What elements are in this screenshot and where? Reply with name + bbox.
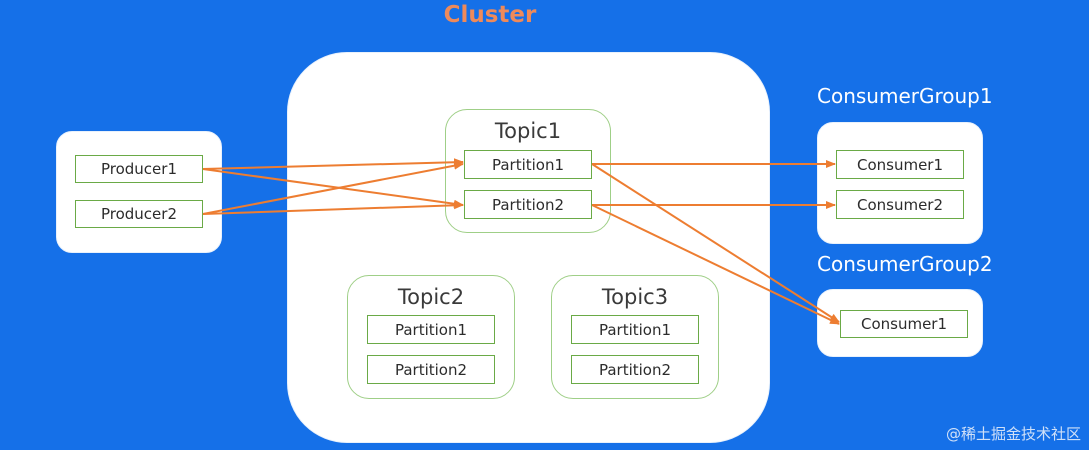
topic3-title: Topic3 <box>601 285 669 309</box>
topic3-partition2[interactable]: Partition2 <box>571 355 699 384</box>
topic1-title: Topic1 <box>494 119 562 143</box>
topic2-title: Topic2 <box>397 285 465 309</box>
producer-2[interactable]: Producer2 <box>75 200 203 228</box>
topic2-partition1[interactable]: Partition1 <box>367 315 495 344</box>
topic3-partition1[interactable]: Partition1 <box>571 315 699 344</box>
arrow-producer1-partition2 <box>202 168 464 208</box>
producers-box <box>56 131 222 253</box>
consumer-group1-box <box>817 122 983 244</box>
arrow-producer2-partition2 <box>202 201 464 215</box>
arrow-producer1-partition1 <box>202 158 464 170</box>
arrow-producer2-partition1 <box>202 161 464 215</box>
watermark: @稀土掘金技术社区 <box>945 425 1081 443</box>
producer-1[interactable]: Producer1 <box>75 155 203 183</box>
topic2-partition2[interactable]: Partition2 <box>367 355 495 384</box>
consumer-group2-title: ConsumerGroup2 <box>817 252 993 276</box>
group1-consumer2[interactable]: Consumer2 <box>836 190 964 219</box>
topic1-partition2[interactable]: Partition2 <box>464 190 592 219</box>
arrow-partition1-g2-consumer1 <box>591 163 840 323</box>
group2-consumer1[interactable]: Consumer1 <box>840 310 968 338</box>
arrow-partition2-g2-consumer1 <box>591 204 840 325</box>
consumer-group1-title: ConsumerGroup1 <box>817 84 993 108</box>
cluster-title: Cluster <box>443 2 537 28</box>
topic1-partition1[interactable]: Partition1 <box>464 150 592 179</box>
group1-consumer1[interactable]: Consumer1 <box>836 150 964 179</box>
